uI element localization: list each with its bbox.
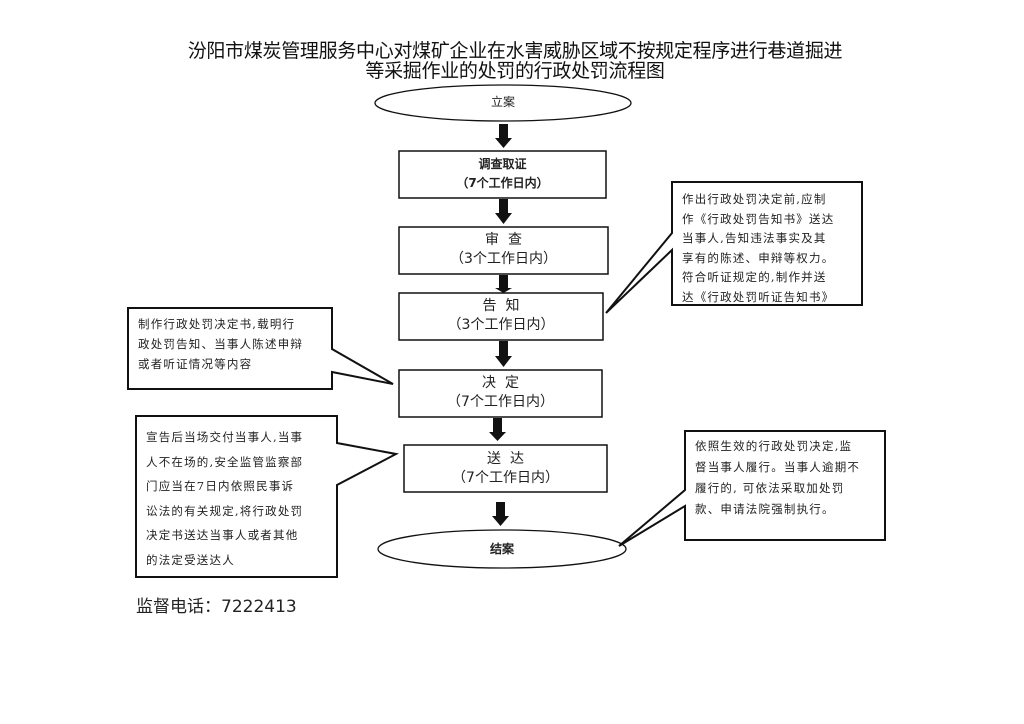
callout-line: 作《行政处罚告知书》送达 xyxy=(682,211,835,226)
step-duration-investigate: （7个工作日内） xyxy=(456,176,549,190)
arrow-down-icon xyxy=(492,502,509,526)
callout-line: 履行的, 可依法采取加处罚 xyxy=(695,481,845,495)
step-duration-notify: （3个工作日内） xyxy=(447,317,555,333)
step-label-investigate: 调查取证 xyxy=(478,157,527,171)
diagram-title-line-2: 等采掘作业的处罚的行政处罚流程图 xyxy=(365,60,665,82)
callout-line: 达《行政处罚听证告知书》 xyxy=(682,289,835,304)
step-label-start: 立案 xyxy=(490,95,515,109)
callout-bubble-close xyxy=(618,430,886,547)
callout-line: 讼法的有关规定,将行政处罚 xyxy=(146,503,304,518)
arrow-down-icon xyxy=(495,341,512,367)
callout-text-notify: 作出行政处罚决定前,应制 作《行政处罚告知书》送达 当事人,告知违法事实及其 享… xyxy=(682,190,860,307)
step-label-deliver: 送 达 xyxy=(487,451,524,467)
callout-text-close: 依照生效的行政处罚决定,监 督当事人履行。当事人逾期不 履行的, 可依法采取加处… xyxy=(695,436,883,520)
callout-line: 政处罚告知、当事人陈述申辩 xyxy=(138,337,304,351)
supervision-phone-label: 监督电话： xyxy=(136,597,221,617)
callout-line: 依照生效的行政处罚决定,监 xyxy=(695,439,853,453)
step-duration-review: （3个工作日内） xyxy=(450,251,557,267)
step-label-notify: 告 知 xyxy=(482,298,520,314)
arrow-down-icon xyxy=(489,418,506,441)
close-ellipse xyxy=(377,529,627,569)
callout-line: 作出行政处罚决定前,应制 xyxy=(682,192,827,206)
callout-line: 款、申请法院强制执行。 xyxy=(695,502,835,516)
callout-bubble-decide xyxy=(127,307,394,390)
supervision-phone: 监督电话：7222413 xyxy=(136,592,297,617)
step-box-deliver xyxy=(403,444,608,493)
callout-bubble-deliver xyxy=(135,415,400,578)
step-box-investigate xyxy=(398,150,607,199)
callout-line: 或者听证情况等内容 xyxy=(138,357,253,371)
callout-bubble-notify xyxy=(605,181,863,314)
callout-line: 人不在场的,安全监管监察部 xyxy=(146,454,304,469)
callout-line: 督当事人履行。当事人逾期不 xyxy=(695,460,861,474)
step-duration-decide: （7个工作日内） xyxy=(447,394,554,410)
callout-line: 享有的陈述、申辩等权力。 xyxy=(682,250,835,265)
step-label-review: 审 查 xyxy=(485,232,522,248)
step-duration-deliver: （7个工作日内） xyxy=(452,470,559,486)
arrow-down-icon xyxy=(495,199,512,224)
callout-text-decide: 制作行政处罚决定书,载明行 政处罚告知、当事人陈述申辩 或者听证情况等内容 xyxy=(138,314,333,374)
arrow-down-icon xyxy=(495,124,512,148)
callout-text-deliver: 宣告后当场交付当事人,当事 人不在场的,安全监管监察部 门应当在7日内依照民事诉… xyxy=(146,425,336,572)
step-box-notify xyxy=(398,292,604,341)
callout-line: 当事人,告知违法事实及其 xyxy=(682,231,827,245)
start-ellipse xyxy=(374,84,632,122)
supervision-phone-number: 7222413 xyxy=(221,597,297,617)
diagram-title-line-1: 汾阳市煤炭管理服务中心对煤矿企业在水害威胁区域不按规定程序进行巷道掘进 xyxy=(187,40,843,62)
step-label-close: 结案 xyxy=(489,542,514,556)
callout-line: 宣告后当场交付当事人,当事 xyxy=(146,430,304,444)
callout-line: 符合听证规定的,制作并送 xyxy=(682,270,827,284)
callout-line: 决定书送达当事人或者其他 xyxy=(146,528,299,542)
arrow-down-icon xyxy=(495,275,512,293)
step-label-decide: 决 定 xyxy=(482,375,519,391)
step-box-decide xyxy=(398,369,603,418)
callout-line: 的法定受送达人 xyxy=(146,552,235,567)
step-box-review xyxy=(398,226,609,275)
callout-line: 门应当在7日内依照民事诉 xyxy=(146,479,295,493)
callout-line: 制作行政处罚决定书,载明行 xyxy=(138,317,296,331)
